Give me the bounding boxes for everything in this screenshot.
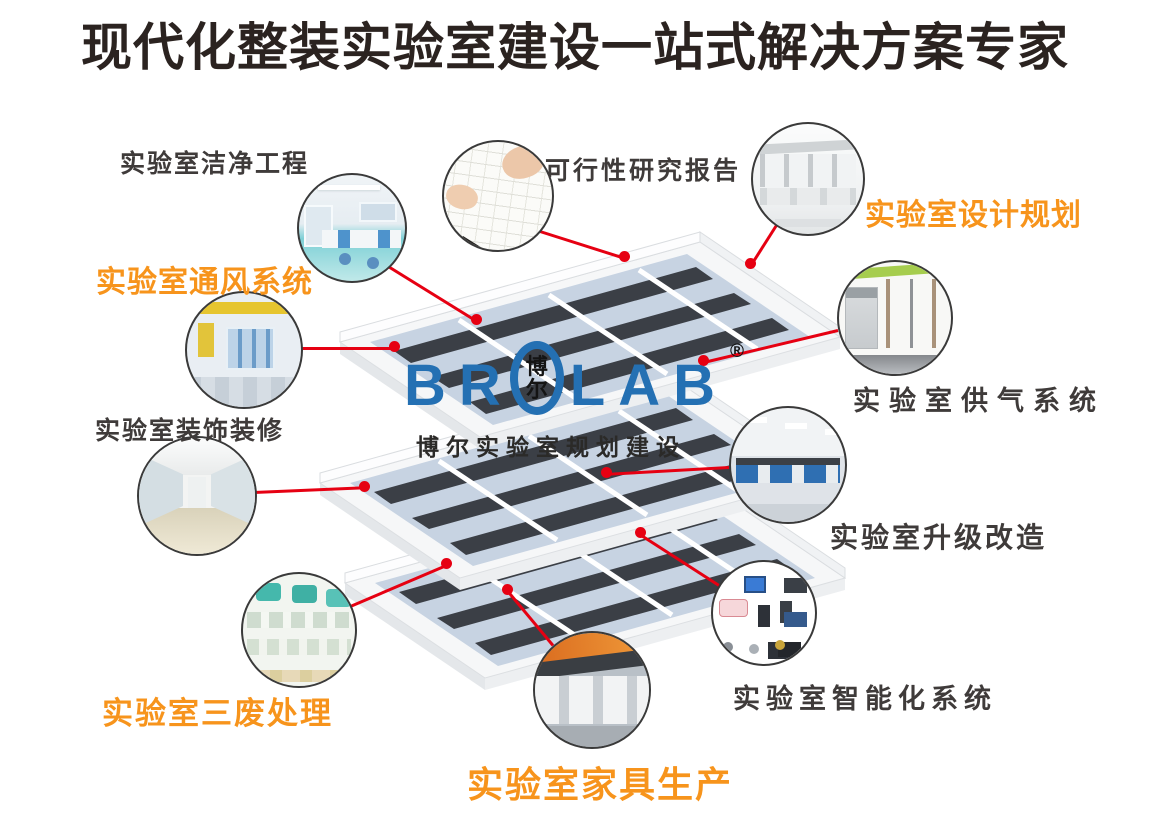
registered-trademark-icon: ® <box>729 341 744 362</box>
label-decoration-renovation: 实验室装饰装修 <box>95 417 285 445</box>
anchor-dot-decoration <box>359 481 370 492</box>
anchor-dot-gas <box>698 355 709 366</box>
connector-ventilation <box>299 347 395 350</box>
label-clean-engineering: 实验室洁净工程 <box>120 150 310 178</box>
page-title: 现代化整装实验室建设一站式解决方案专家 <box>80 19 1069 76</box>
label-feasibility-report: 可行性研究报告 <box>545 157 742 185</box>
lab-corridor-photo <box>137 436 257 556</box>
waste-facility-render <box>241 572 357 688</box>
label-smart-system: 实验室智能化系统 <box>733 684 997 714</box>
label-ventilation-system: 实验室通风系统 <box>96 266 313 299</box>
label-upgrade-renovation: 实验室升级改造 <box>830 522 1048 553</box>
architectural-render-photo <box>751 122 865 236</box>
anchor-dot-waste <box>441 558 452 569</box>
label-design-planning: 实验室设计规划 <box>865 199 1082 232</box>
anchor-dot-ventilation <box>389 341 400 352</box>
brolab-logo: BR 博 尔 LAB ® <box>404 341 744 415</box>
logo-letters-right: LAB <box>569 353 728 418</box>
network-topology-diagram <box>711 560 817 666</box>
gas-pipes-photo <box>837 260 953 376</box>
anchor-dot-smart <box>635 527 646 538</box>
blueprint-drafting-photo <box>442 140 554 252</box>
logo-o-char-top: 博 <box>525 353 548 379</box>
anchor-dot-upgrade <box>601 467 612 478</box>
building-floor-middle <box>318 372 822 590</box>
anchor-dot-feasibility <box>619 251 630 262</box>
logo-subtitle: 博尔实验室规划建设 <box>416 434 686 460</box>
label-gas-supply-system: 实验室供气系统 <box>853 386 1105 416</box>
logo-letters-left: BR <box>404 353 514 418</box>
cleanroom-lab-photo <box>297 173 407 283</box>
anchor-dot-clean <box>471 314 482 325</box>
furniture-factory-photo <box>533 631 651 749</box>
logo-o-char-bottom: 尔 <box>525 377 548 402</box>
label-waste-treatment: 实验室三废处理 <box>102 696 333 731</box>
anchor-dot-furniture <box>502 584 513 595</box>
logo-o-ring: 博 尔 <box>509 341 564 415</box>
ventilation-ducts-render <box>185 291 303 409</box>
anchor-dot-design <box>745 258 756 269</box>
lab-benches-photo <box>729 406 847 524</box>
label-furniture-production: 实验室家具生产 <box>467 764 734 805</box>
